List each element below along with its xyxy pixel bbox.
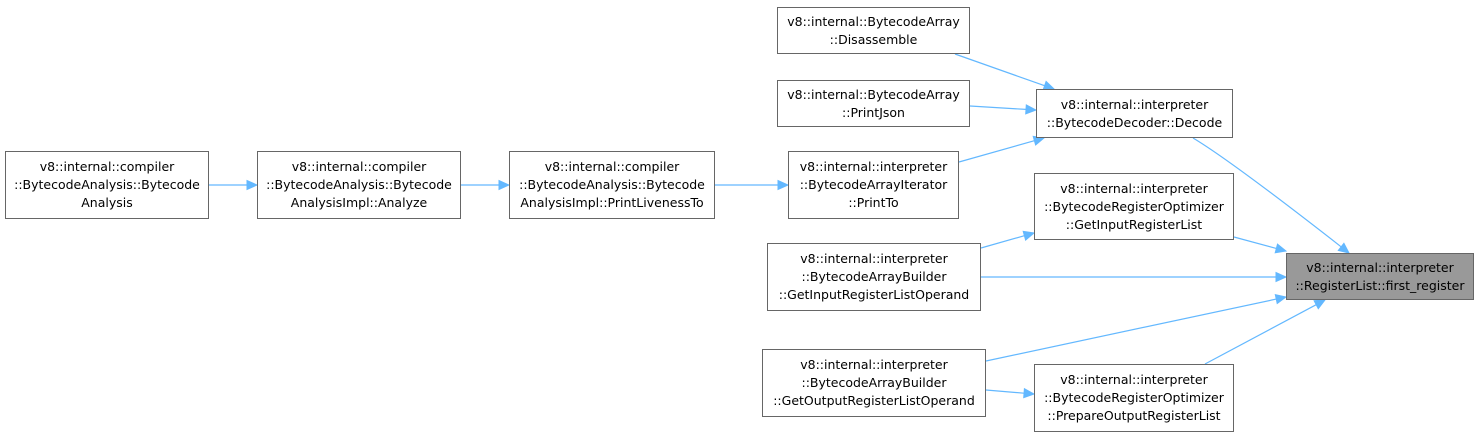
node-label-line: ::BytecodeRegisterOptimizer	[1044, 390, 1224, 405]
node-label-line: v8::internal::interpreter	[1306, 259, 1454, 275]
node-label-line: ::Disassemble	[829, 31, 918, 47]
node-label-line: AnalysisImpl::PrintLivenessTo	[520, 195, 704, 210]
function-node[interactable]: v8::internal::compiler::BytecodeAnalysis…	[257, 151, 461, 219]
node-label-line: ::BytecodeArrayIterator	[799, 177, 948, 192]
edge-n7-to-n12	[1192, 137, 1350, 254]
arrowhead	[777, 179, 790, 191]
node-label-line: ::PrintTo	[848, 195, 899, 210]
node-label-line: ::BytecodeAnalysis::Bytecode	[14, 177, 200, 192]
edge-n4-to-n7	[958, 135, 1046, 163]
edge-n2-to-n3	[461, 179, 511, 191]
node-label-line: v8::internal::interpreter	[800, 251, 948, 266]
arrowhead	[1025, 104, 1038, 115]
edge-line	[1192, 137, 1342, 248]
edge-n9-to-n12	[981, 271, 1288, 283]
edge-n9-to-n8	[980, 230, 1036, 249]
arrowhead	[1313, 299, 1327, 310]
node-label-line: v8::internal::interpreter	[800, 357, 948, 372]
arrowhead	[1274, 294, 1288, 305]
edge-line	[980, 235, 1025, 249]
node-label-line: AnalysisImpl::Analyze	[290, 195, 428, 210]
node-label-line: ::BytecodeArrayBuilder	[801, 269, 947, 284]
edge-line	[969, 105, 1027, 110]
function-node[interactable]: v8::internal::compiler::BytecodeAnalysis…	[5, 151, 209, 219]
function-node[interactable]: v8::internal::interpreter::BytecodeArray…	[788, 151, 959, 219]
node-label-line: ::BytecodeDecoder::Decode	[1046, 114, 1223, 130]
edge-n1-to-n2	[209, 179, 259, 191]
node-label-line: ::BytecodeAnalysis::Bytecode	[266, 177, 452, 192]
arrowhead	[1274, 243, 1288, 254]
node-label-line: v8::internal::interpreter	[799, 159, 948, 174]
node-label-line: v8::internal::interpreter	[1060, 372, 1208, 387]
node-label-line: ::PrintJson	[842, 104, 905, 120]
node-label-line: v8::internal::compiler	[544, 159, 680, 174]
node-label-line: v8::internal::interpreter	[1060, 180, 1208, 196]
function-node[interactable]: v8::internal::interpreter::BytecodeRegis…	[1034, 364, 1234, 432]
node-label-line: v8::internal::BytecodeArray	[787, 86, 960, 102]
function-node[interactable]: v8::internal::interpreter::BytecodeArray…	[762, 349, 986, 417]
edge-n10-to-n11	[985, 387, 1036, 399]
arrowhead	[498, 179, 511, 191]
arrowhead	[1022, 230, 1036, 241]
node-label-line: ::BytecodeArrayBuilder	[801, 375, 947, 390]
arrowhead	[1275, 271, 1288, 283]
arrowhead	[1337, 242, 1350, 254]
edge-n3-to-n4	[715, 179, 790, 191]
edge-n10-to-n12	[985, 294, 1288, 362]
arrowhead	[1023, 387, 1036, 399]
node-label-line: ::RegisterList::first_register	[1295, 277, 1465, 293]
node-label-line: ::GetInputRegisterListOperand	[778, 287, 970, 302]
edge-line	[985, 389, 1025, 394]
node-label-line: Analysis	[81, 195, 133, 210]
function-node[interactable]: v8::internal::interpreter::BytecodeRegis…	[1034, 173, 1234, 240]
function-node[interactable]: v8::internal::interpreter::BytecodeDecod…	[1036, 89, 1233, 138]
node-label-line: v8::internal::interpreter	[1060, 96, 1209, 112]
edge-line	[954, 53, 1045, 87]
node-label-line: ::GetOutputRegisterListOperand	[773, 393, 975, 408]
edge-n8-to-n12	[1233, 236, 1288, 254]
function-node[interactable]: v8::internal::BytecodeArray::PrintJson	[777, 80, 970, 127]
edge-n6-to-n7	[969, 104, 1038, 115]
current-function-node: v8::internal::interpreter::RegisterList:…	[1286, 253, 1474, 300]
function-node[interactable]: v8::internal::compiler::BytecodeAnalysis…	[509, 151, 715, 219]
node-label-line: v8::internal::compiler	[39, 159, 175, 174]
arrowhead	[246, 179, 259, 191]
node-label-line: v8::internal::compiler	[291, 159, 427, 174]
edge-line	[1204, 304, 1317, 365]
node-label-line: ::BytecodeAnalysis::Bytecode	[519, 177, 705, 192]
edge-line	[958, 140, 1035, 163]
node-label-line: v8::internal::BytecodeArray	[787, 13, 960, 29]
node-label-line: ::PrepareOutputRegisterList	[1047, 408, 1221, 423]
edge-line	[985, 298, 1277, 362]
node-label-line: ::BytecodeRegisterOptimizer	[1044, 198, 1224, 214]
function-node[interactable]: v8::internal::interpreter::BytecodeArray…	[767, 243, 981, 311]
node-label-line: ::GetInputRegisterList	[1065, 216, 1203, 232]
function-node[interactable]: v8::internal::BytecodeArray::Disassemble	[777, 7, 970, 54]
edge-line	[1233, 236, 1277, 249]
edge-n11-to-n12	[1204, 299, 1327, 365]
